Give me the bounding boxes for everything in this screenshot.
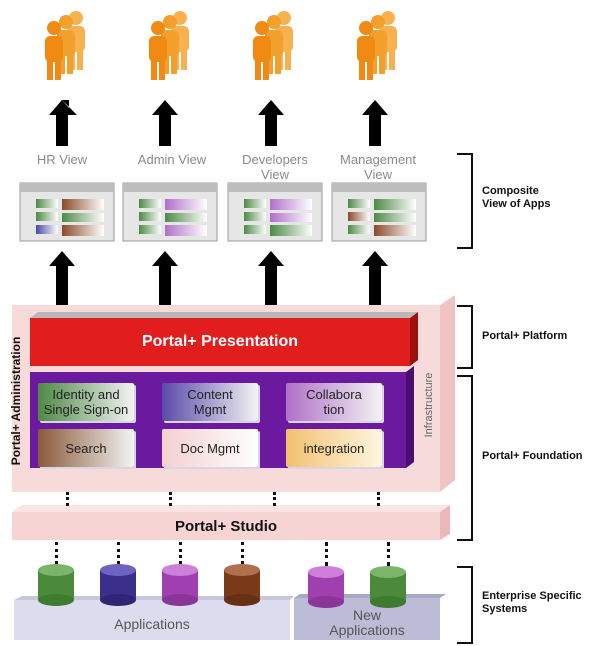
connector [325,542,328,566]
view-label-admin: Admin View [137,152,207,167]
bracket-foundation [457,375,473,541]
view-label-hr: HR View [36,152,88,167]
module-collaboration: Collabora tion [286,383,382,421]
presentation-label: Portal+ Presentation [141,333,299,350]
connector [169,492,172,506]
arrow-up-icons-middle [49,251,388,305]
view-label-management: Management View [340,152,416,182]
applications-label: Applications [114,616,190,632]
bracket-enterprise [457,566,473,644]
connector [387,542,390,566]
view-window-icons [19,182,427,242]
module-integration: integration [286,429,382,467]
bracket-platform [457,305,473,369]
studio-label: Portal+ Studio [174,517,278,535]
label-platform: Portal+ Platform [482,330,568,342]
connector [377,492,380,506]
user-group-icon-1 [45,11,85,80]
module-content-mgmt: Content Mgmt [162,383,258,421]
administration-label: Portal+ Administration [9,336,23,466]
label-composite-view: Composite View of Apps [482,185,551,210]
studio-bar [12,505,450,540]
arrow-up-icons-top [49,100,388,146]
module-identity: Identity and Single Sign-on [38,383,134,421]
module-doc-mgmt: Doc Mgmt [162,429,258,467]
bracket-composite [457,153,473,249]
module-search: Search [38,429,134,467]
connector [179,542,182,564]
presentation-bar [30,312,418,366]
infrastructure-label: Infrastructure [423,372,435,438]
label-foundation: Portal+ Foundation [482,450,583,462]
label-enterprise: Enterprise Specific Systems [482,590,582,615]
user-group-icon-4 [357,11,397,80]
user-group-icon-3 [253,11,293,80]
view-label-developers: Developers View [242,152,308,182]
connector [66,492,69,506]
connector [273,492,276,506]
connector [241,542,244,564]
connector [117,542,120,564]
user-group-icon-2 [149,11,189,80]
new-applications-label: New Applications [329,607,405,638]
connector [55,542,58,564]
database-icons [38,564,406,608]
